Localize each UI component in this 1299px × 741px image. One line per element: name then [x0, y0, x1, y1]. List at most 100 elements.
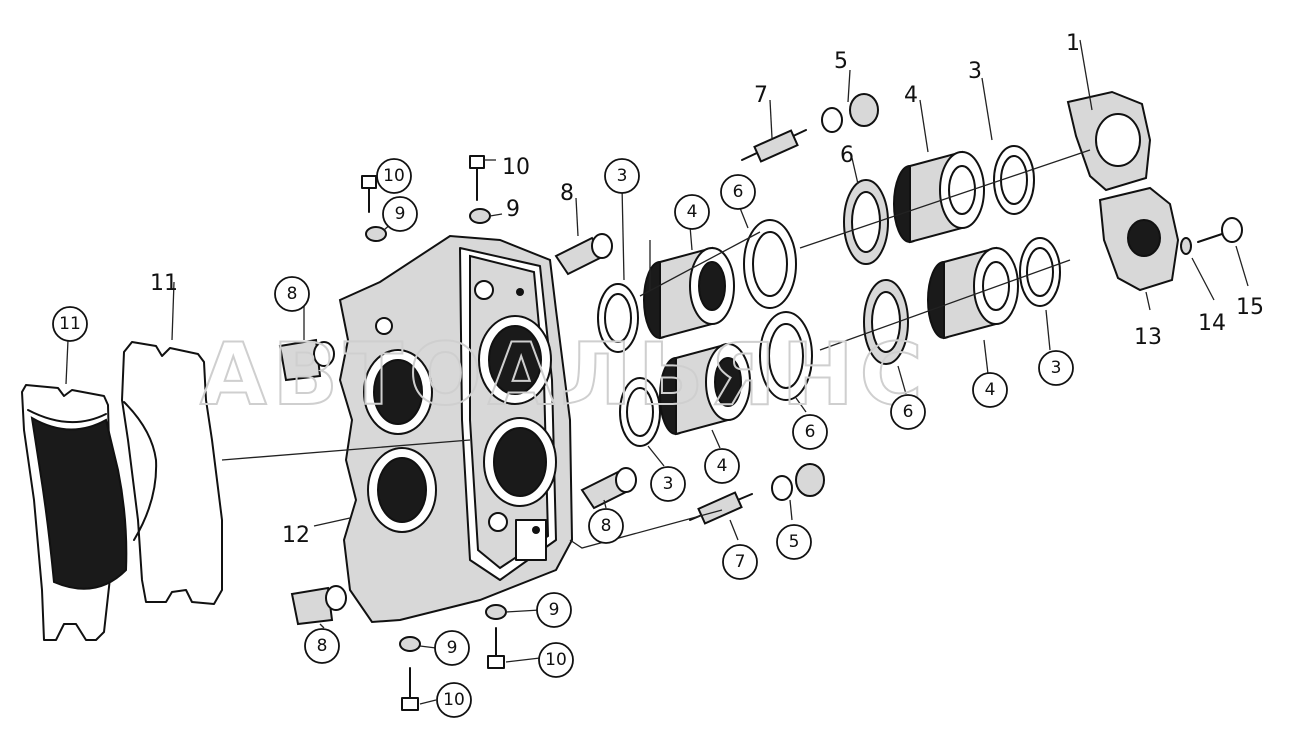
- callout-circle: [720, 174, 756, 210]
- callout-number: 7: [754, 83, 768, 108]
- callout-number: 8: [287, 284, 298, 304]
- cover-plate-lower: [1098, 186, 1180, 292]
- callout-c12: 12: [282, 523, 310, 548]
- callout-number: 3: [968, 59, 982, 84]
- callout-number: 8: [601, 516, 612, 536]
- callout-number: 3: [1051, 358, 1062, 378]
- plugs: [278, 233, 637, 626]
- callout-number: 8: [560, 181, 574, 206]
- callout-circle: [304, 628, 340, 664]
- watermark-text: АВТОАЛЬЯНС: [200, 325, 929, 425]
- seal-rings: [597, 145, 1061, 447]
- callout-c5a: 5: [834, 49, 848, 74]
- callout-c9d: 9: [434, 630, 470, 666]
- callout-number: 3: [617, 166, 628, 186]
- callout-circle: [704, 448, 740, 484]
- callout-c14: 14: [1198, 311, 1226, 336]
- callout-c7b: 7: [722, 544, 758, 580]
- callout-number: 14: [1198, 311, 1226, 336]
- callout-circle: [674, 194, 710, 230]
- callout-c10a: 10: [376, 158, 412, 194]
- callout-number: 11: [150, 271, 178, 296]
- callout-circle: [890, 394, 926, 430]
- callout-number: 15: [1236, 295, 1264, 320]
- callout-circle: [382, 196, 418, 232]
- callout-number: 6: [840, 143, 854, 168]
- callout-c11a: 11: [150, 271, 178, 296]
- piston-lower-right: [927, 246, 1019, 340]
- callout-c4c: 4: [972, 372, 1008, 408]
- cover-plate-upper: [1066, 90, 1152, 192]
- callout-circle: [722, 544, 758, 580]
- callout-c3a: 3: [968, 59, 982, 84]
- callout-circle: [376, 158, 412, 194]
- piston-lower-left: [659, 342, 751, 436]
- callout-c6b: 6: [720, 174, 756, 210]
- callout-number: 4: [904, 83, 918, 108]
- bolts-and-washers: [361, 155, 1243, 711]
- callout-number: 4: [717, 456, 728, 476]
- callout-number: 3: [663, 474, 674, 494]
- bleed-screws-and-caps: [689, 93, 879, 525]
- callout-c6c: 6: [890, 394, 926, 430]
- callout-c3c: 3: [1038, 350, 1074, 386]
- callout-number: 8: [317, 636, 328, 656]
- callout-c15: 15: [1236, 295, 1264, 320]
- callout-number: 4: [687, 202, 698, 222]
- callout-number: 4: [985, 380, 996, 400]
- callout-c9c: 9: [536, 592, 572, 628]
- callout-c4a: 4: [904, 83, 918, 108]
- callout-number: 9: [395, 204, 406, 224]
- callout-circle: [274, 276, 310, 312]
- callout-number: 9: [549, 600, 560, 620]
- callout-number: 7: [735, 552, 746, 572]
- callout-circle: [52, 306, 88, 342]
- callout-circle: [588, 508, 624, 544]
- callout-number: 6: [805, 422, 816, 442]
- callout-circle: [538, 642, 574, 678]
- callout-c8d: 8: [304, 628, 340, 664]
- piston-upper-left: [643, 246, 735, 340]
- callout-circle: [650, 466, 686, 502]
- callout-c4b: 4: [674, 194, 710, 230]
- callout-number: 9: [447, 638, 458, 658]
- callout-number: 10: [545, 650, 567, 670]
- callout-circle: [776, 524, 812, 560]
- callout-c8c: 8: [588, 508, 624, 544]
- callout-number: 12: [282, 523, 310, 548]
- callout-c10d: 10: [436, 682, 472, 718]
- callout-circle: [436, 682, 472, 718]
- pad-backing-plate: [121, 341, 223, 605]
- leader-lines: [65, 39, 1249, 705]
- callout-number: 5: [789, 532, 800, 552]
- callout-circle: [1038, 350, 1074, 386]
- callout-number: 6: [733, 182, 744, 202]
- callout-c1: 1: [1066, 31, 1080, 56]
- callout-circle: [434, 630, 470, 666]
- callout-c9b: 9: [506, 197, 520, 222]
- caliper-body: [338, 234, 574, 624]
- callout-c10b: 10: [502, 155, 530, 180]
- callout-c8a: 8: [560, 181, 574, 206]
- callout-c6d: 6: [792, 414, 828, 450]
- callout-c8b: 8: [274, 276, 310, 312]
- dust-boots: [743, 179, 909, 401]
- callout-c5b: 5: [776, 524, 812, 560]
- callout-circle: [792, 414, 828, 450]
- callout-number: 13: [1134, 325, 1162, 350]
- callout-number: 10: [502, 155, 530, 180]
- callout-c10c: 10: [538, 642, 574, 678]
- callout-circle: [972, 372, 1008, 408]
- callout-number: 10: [383, 166, 405, 186]
- callout-c9a: 9: [382, 196, 418, 232]
- callout-c11b: 11: [52, 306, 88, 342]
- callout-c3d: 3: [650, 466, 686, 502]
- callout-number: 9: [506, 197, 520, 222]
- callout-number: 6: [903, 402, 914, 422]
- callout-number: 1: [1066, 31, 1080, 56]
- brake-pad-with-lining: [21, 384, 128, 641]
- callout-number: 10: [443, 690, 465, 710]
- callout-circle: [536, 592, 572, 628]
